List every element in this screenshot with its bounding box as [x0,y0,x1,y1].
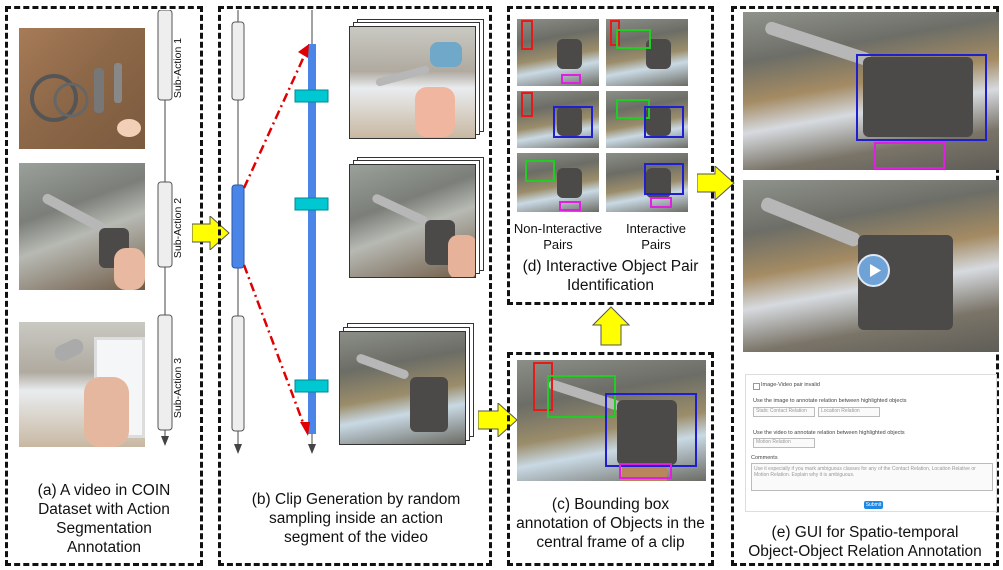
clip-marker-3 [294,379,329,393]
invalid-checkbox-label: Image-Video pair invalid [761,382,820,388]
clip-marker-1 [294,89,329,103]
clip1-frame [349,26,476,139]
caption-a: (a) A video in COIN Dataset with Action … [37,482,171,556]
timeline-a [157,10,173,446]
bbox-magenta [619,463,672,479]
image-instruction: Use the image to annotate relation betwe… [753,398,907,404]
gui-image-view [743,12,999,170]
panel-a [5,6,203,566]
location-select[interactable]: Location Relation [818,407,880,417]
interactive-pairs-label: Interactive Pairs [626,221,686,252]
frame-hand-shower [19,322,145,447]
caption-c: (c) Bounding box annotation of Objects i… [516,496,705,551]
pair-non-interactive-3 [517,153,599,212]
panel-b [218,6,492,566]
gui-bbox-blue [856,54,987,141]
play-button-icon[interactable] [857,254,890,287]
central-frame [517,360,706,481]
panel-c [507,352,714,566]
clip3-frame [339,331,466,445]
caption-d: (d) Interactive Object Pair Identificati… [522,258,699,294]
gui-bbox-magenta [874,142,945,169]
bbox-green [547,375,616,418]
pair-interactive-3 [606,153,688,212]
comments-label: Comments [751,455,778,461]
arrow-c-to-d [592,306,630,346]
clip-marker-2 [294,197,329,211]
hoses-illustration [30,63,141,137]
segment-sub-action-1 [157,10,173,101]
invalid-checkbox[interactable] [753,383,760,390]
static-contact-select[interactable]: Static Contact Relation [753,407,815,417]
clip2-frame [349,164,476,278]
sub-action-3-label: Sub-Action 3 [172,357,184,419]
caption-b: (b) Clip Generation by random sampling i… [251,491,461,546]
frame-hoses-on-floor [19,28,145,149]
pair-non-interactive-2 [517,91,599,148]
gui-video-view[interactable] [743,180,999,352]
submit-button[interactable]: Submit [864,501,883,509]
caption-e: (e) GUI for Spatio-temporal Object-Objec… [748,524,982,560]
segment-sub-action-2 [157,181,173,268]
pair-interactive-2 [606,91,688,148]
video-instruction: Use the video to annotate relation betwe… [753,430,905,436]
sub-action-1-label: Sub-Action 1 [172,37,184,99]
sub-action-2-label: Sub-Action 2 [172,197,184,259]
selected-segment [231,184,245,269]
bbox-blue [605,393,697,467]
non-interactive-pairs-label: Non-Interactive Pairs [513,221,603,252]
gui-form: Image-Video pair invalid Use the image t… [745,374,997,512]
clip-sampling-diagram [231,10,329,454]
bbox-red [533,362,553,411]
pair-interactive-1 [606,19,688,86]
motion-select[interactable]: Motion Relation [753,438,815,448]
expanded-segment [308,44,316,434]
segment-sub-action-3 [157,314,173,431]
pair-non-interactive-1 [517,19,599,86]
frame-showerhead-wall [19,163,145,290]
panel-d [507,6,714,305]
comments-textarea[interactable]: Use it especially if you mark ambiguous … [751,463,993,491]
arrow-d-to-e [697,166,735,200]
